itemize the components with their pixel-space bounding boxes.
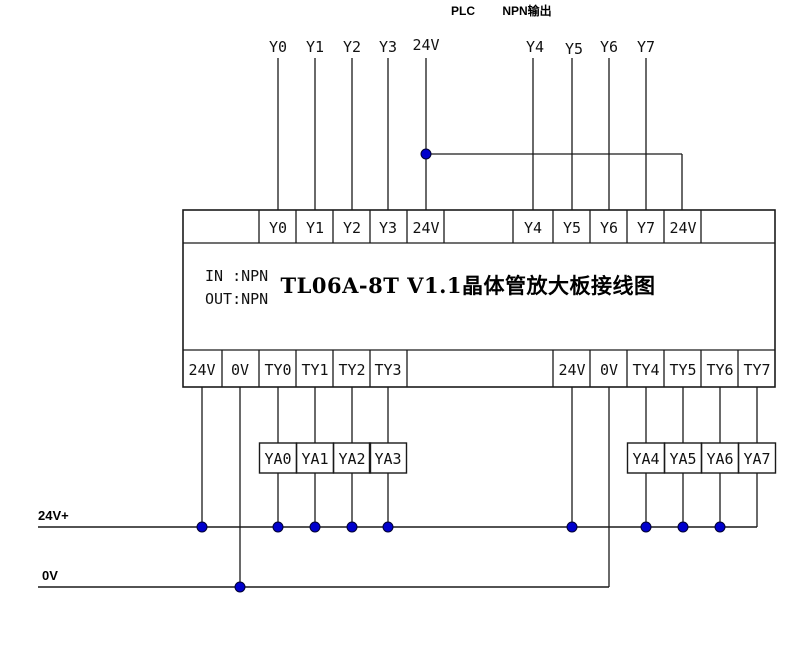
junction-ya2-rail [346,521,358,533]
out-mode-label: OUT:NPN [205,290,268,308]
top-terminal-y5: Y5 [563,219,581,237]
relay-label-ya7: YA7 [743,450,770,468]
bottom-terminal-24v-right: 24V [558,361,585,379]
rail-label-24v-plus: 24V+ [38,508,69,523]
bottom-terminal-ty5: TY5 [669,361,696,379]
top-terminal-24v-left: 24V [412,219,439,237]
junction-ya0-rail [272,521,284,533]
bottom-terminal-ty1: TY1 [301,361,328,379]
top-terminal-y3: Y3 [379,219,397,237]
bottom-terminal-ty6: TY6 [706,361,733,379]
bottom-terminal-ty7: TY7 [743,361,770,379]
top-terminal-y7: Y7 [637,219,655,237]
bottom-terminal-24v-left: 24V [188,361,215,379]
in-mode-label: IN :NPN [205,267,268,285]
junction-ya6-rail [714,521,726,533]
pin-label-y0: Y0 [269,38,287,56]
bottom-terminal-ty3: TY3 [374,361,401,379]
relay-label-ya0: YA0 [264,450,291,468]
pin-label-y6: Y6 [600,38,618,56]
bottom-terminal-ty0: TY0 [264,361,291,379]
bottom-terminal-0v-right: 0V [600,361,618,379]
npn-output-label: NPN输出 [502,3,551,18]
top-terminal-y6: Y6 [600,219,618,237]
top-terminal-y1: Y1 [306,219,324,237]
top-terminal-y0: Y0 [269,219,287,237]
junction-ya1-rail [309,521,321,533]
relay-label-ya6: YA6 [706,450,733,468]
rail-label-0v: 0V [42,568,58,583]
relay-label-ya5: YA5 [669,450,696,468]
bottom-terminal-ty4: TY4 [632,361,659,379]
relay-label-ya2: YA2 [338,450,365,468]
bottom-terminal-0v-left: 0V [231,361,249,379]
pin-label-y5: Y5 [565,40,583,58]
top-terminal-y2: Y2 [343,219,361,237]
pin-label-24v: 24V [412,36,439,54]
bottom-terminal-ty2: TY2 [338,361,365,379]
junction-0v-left-rail [234,581,246,593]
pin-label-y4: Y4 [526,38,544,56]
plc-label: PLC [451,4,475,18]
relay-label-ya4: YA4 [632,450,659,468]
pin-label-y2: Y2 [343,38,361,56]
main-board-outline [182,209,776,388]
pin-label-y7: Y7 [637,38,655,56]
board-title: TL06A-8T V1.1晶体管放大板接线图 [280,273,655,298]
junction-ya3-rail [382,521,394,533]
top-terminal-24v-right: 24V [669,219,696,237]
top-terminal-y4: Y4 [524,219,542,237]
junction-24v-left-rail [196,521,208,533]
relay-label-ya3: YA3 [374,450,401,468]
pin-label-y1: Y1 [306,38,324,56]
junction-24v-branch [420,148,432,160]
pin-label-y3: Y3 [379,38,397,56]
junction-24v-right-rail [566,521,578,533]
junction-ya4-rail [640,521,652,533]
junction-ya5-rail [677,521,689,533]
relay-label-ya1: YA1 [301,450,328,468]
